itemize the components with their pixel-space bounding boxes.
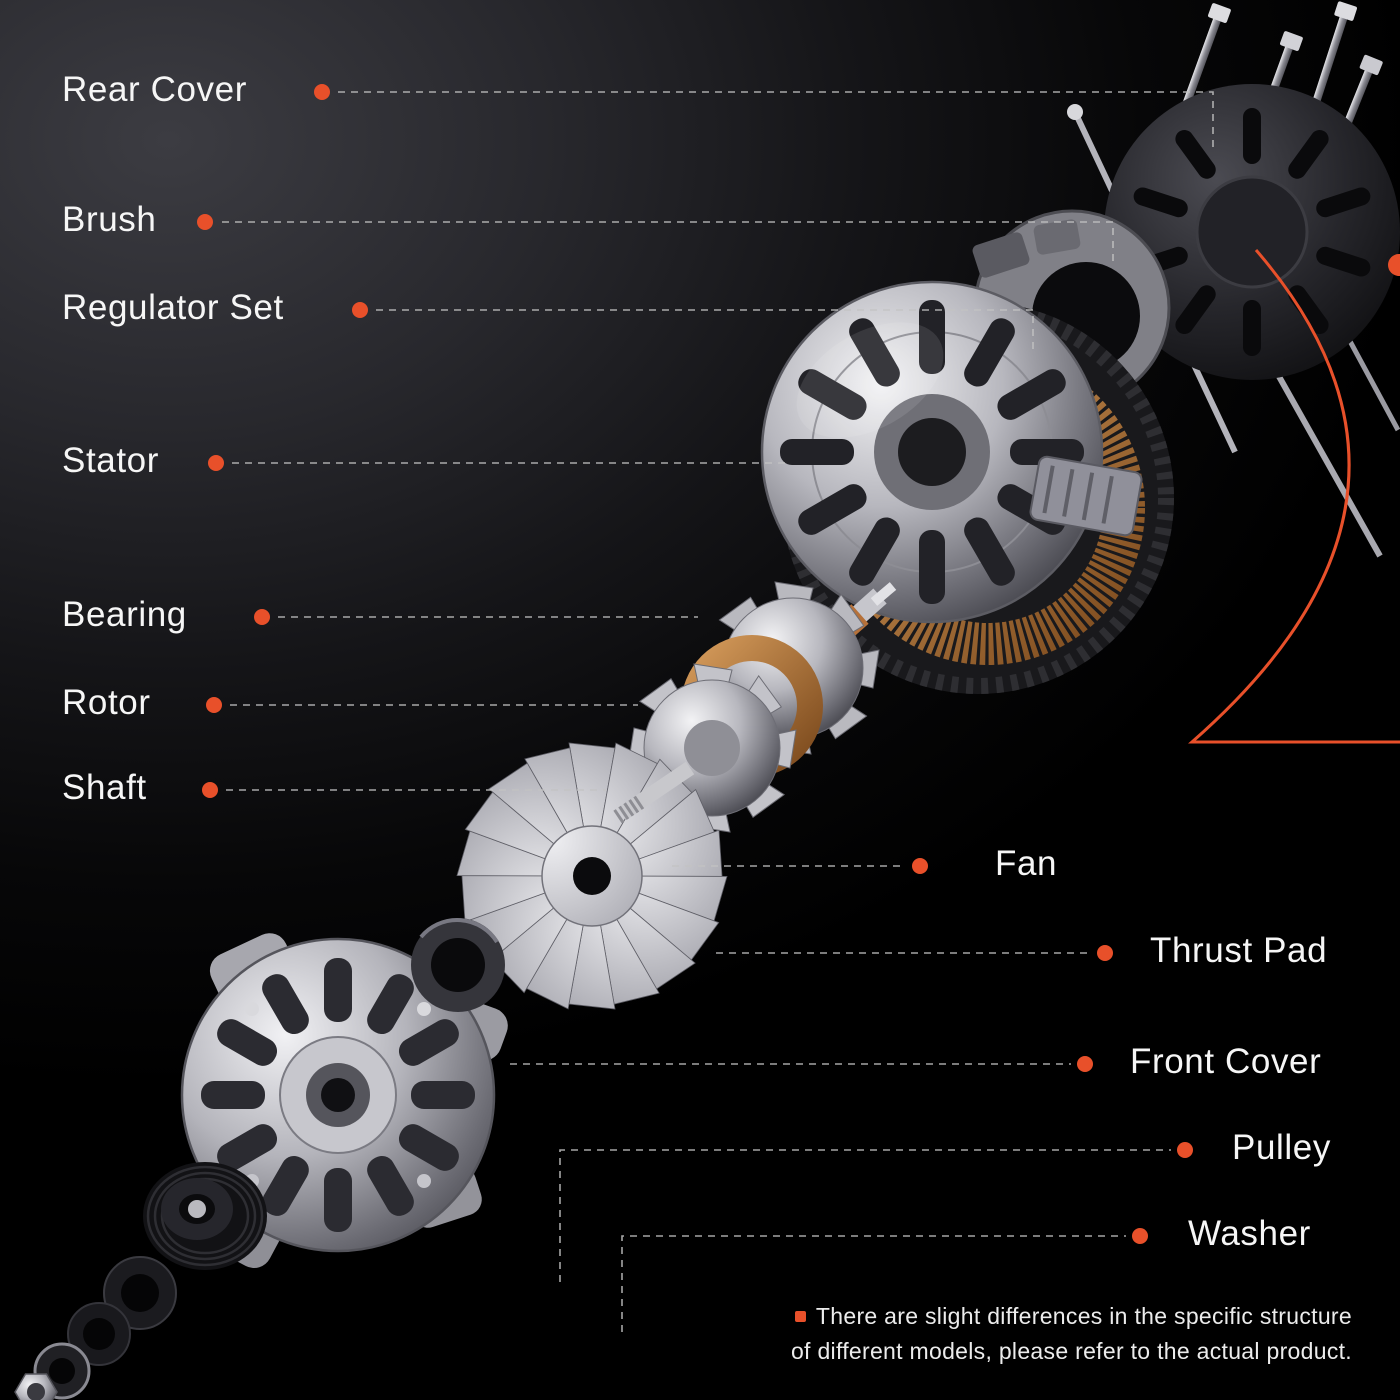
label-fan: Fan	[995, 844, 1058, 883]
label-thrust-pad: Thrust Pad	[1150, 931, 1328, 970]
fan-dot	[912, 858, 928, 874]
accent-edge-dot	[1388, 254, 1400, 276]
label-stator: Stator	[62, 441, 159, 480]
disclaimer-line1: There are slight differences in the spec…	[791, 1299, 1352, 1335]
connector-washer	[621, 1235, 1126, 1332]
bullet-icon	[794, 1310, 806, 1322]
rear-cover-part	[1104, 84, 1400, 380]
label-rear-cover: Rear Cover	[62, 70, 247, 109]
regulator-set-dot	[352, 302, 368, 318]
bearing-dot	[254, 609, 270, 625]
stator-dot	[208, 455, 224, 471]
regulator-part	[1029, 455, 1143, 537]
rotor-dot	[206, 697, 222, 713]
connector-pulley	[559, 1149, 1171, 1282]
label-bearing: Bearing	[62, 595, 187, 634]
disclaimer: There are slight differences in the spec…	[791, 1299, 1352, 1370]
disclaimer-line2: of different models, please refer to the…	[791, 1334, 1352, 1370]
label-rotor: Rotor	[62, 683, 151, 722]
connector-regulator-set	[376, 309, 1034, 352]
stator-vents	[780, 300, 1084, 604]
connector-brush	[222, 221, 1114, 266]
label-washer: Washer	[1188, 1214, 1311, 1253]
connector-rear-cover	[338, 91, 1214, 148]
connector-lines	[222, 91, 1214, 1332]
washer-dot	[1132, 1228, 1148, 1244]
label-pulley: Pulley	[1232, 1128, 1331, 1167]
thrust-pad-dot	[1097, 945, 1113, 961]
accent-arc	[1188, 249, 1400, 744]
disclaimer-text-1: There are slight differences in the spec…	[815, 1302, 1352, 1329]
label-regulator-set: Regulator Set	[62, 288, 284, 327]
front-cover-part	[180, 933, 508, 1268]
pulley-dot	[1177, 1142, 1193, 1158]
front-cover-vents	[201, 958, 475, 1232]
pulley-part	[143, 1162, 267, 1270]
label-front-cover: Front Cover	[1130, 1042, 1322, 1081]
shaft-part	[611, 761, 695, 825]
washer-parts	[14, 1256, 177, 1400]
shaft-dot	[202, 782, 218, 798]
bearing-part	[411, 918, 505, 1012]
label-dots	[197, 84, 1193, 1244]
fan-blades	[456, 742, 728, 1010]
rear-cover-dot	[314, 84, 330, 100]
front-cover-dot	[1077, 1056, 1093, 1072]
disclaimer-text-2: of different models, please refer to the…	[790, 1338, 1352, 1365]
brush-dot	[197, 214, 213, 230]
label-brush: Brush	[62, 200, 157, 239]
fan-part	[456, 742, 728, 1010]
label-shaft: Shaft	[62, 768, 147, 807]
rear-cover-vents	[1131, 108, 1373, 356]
